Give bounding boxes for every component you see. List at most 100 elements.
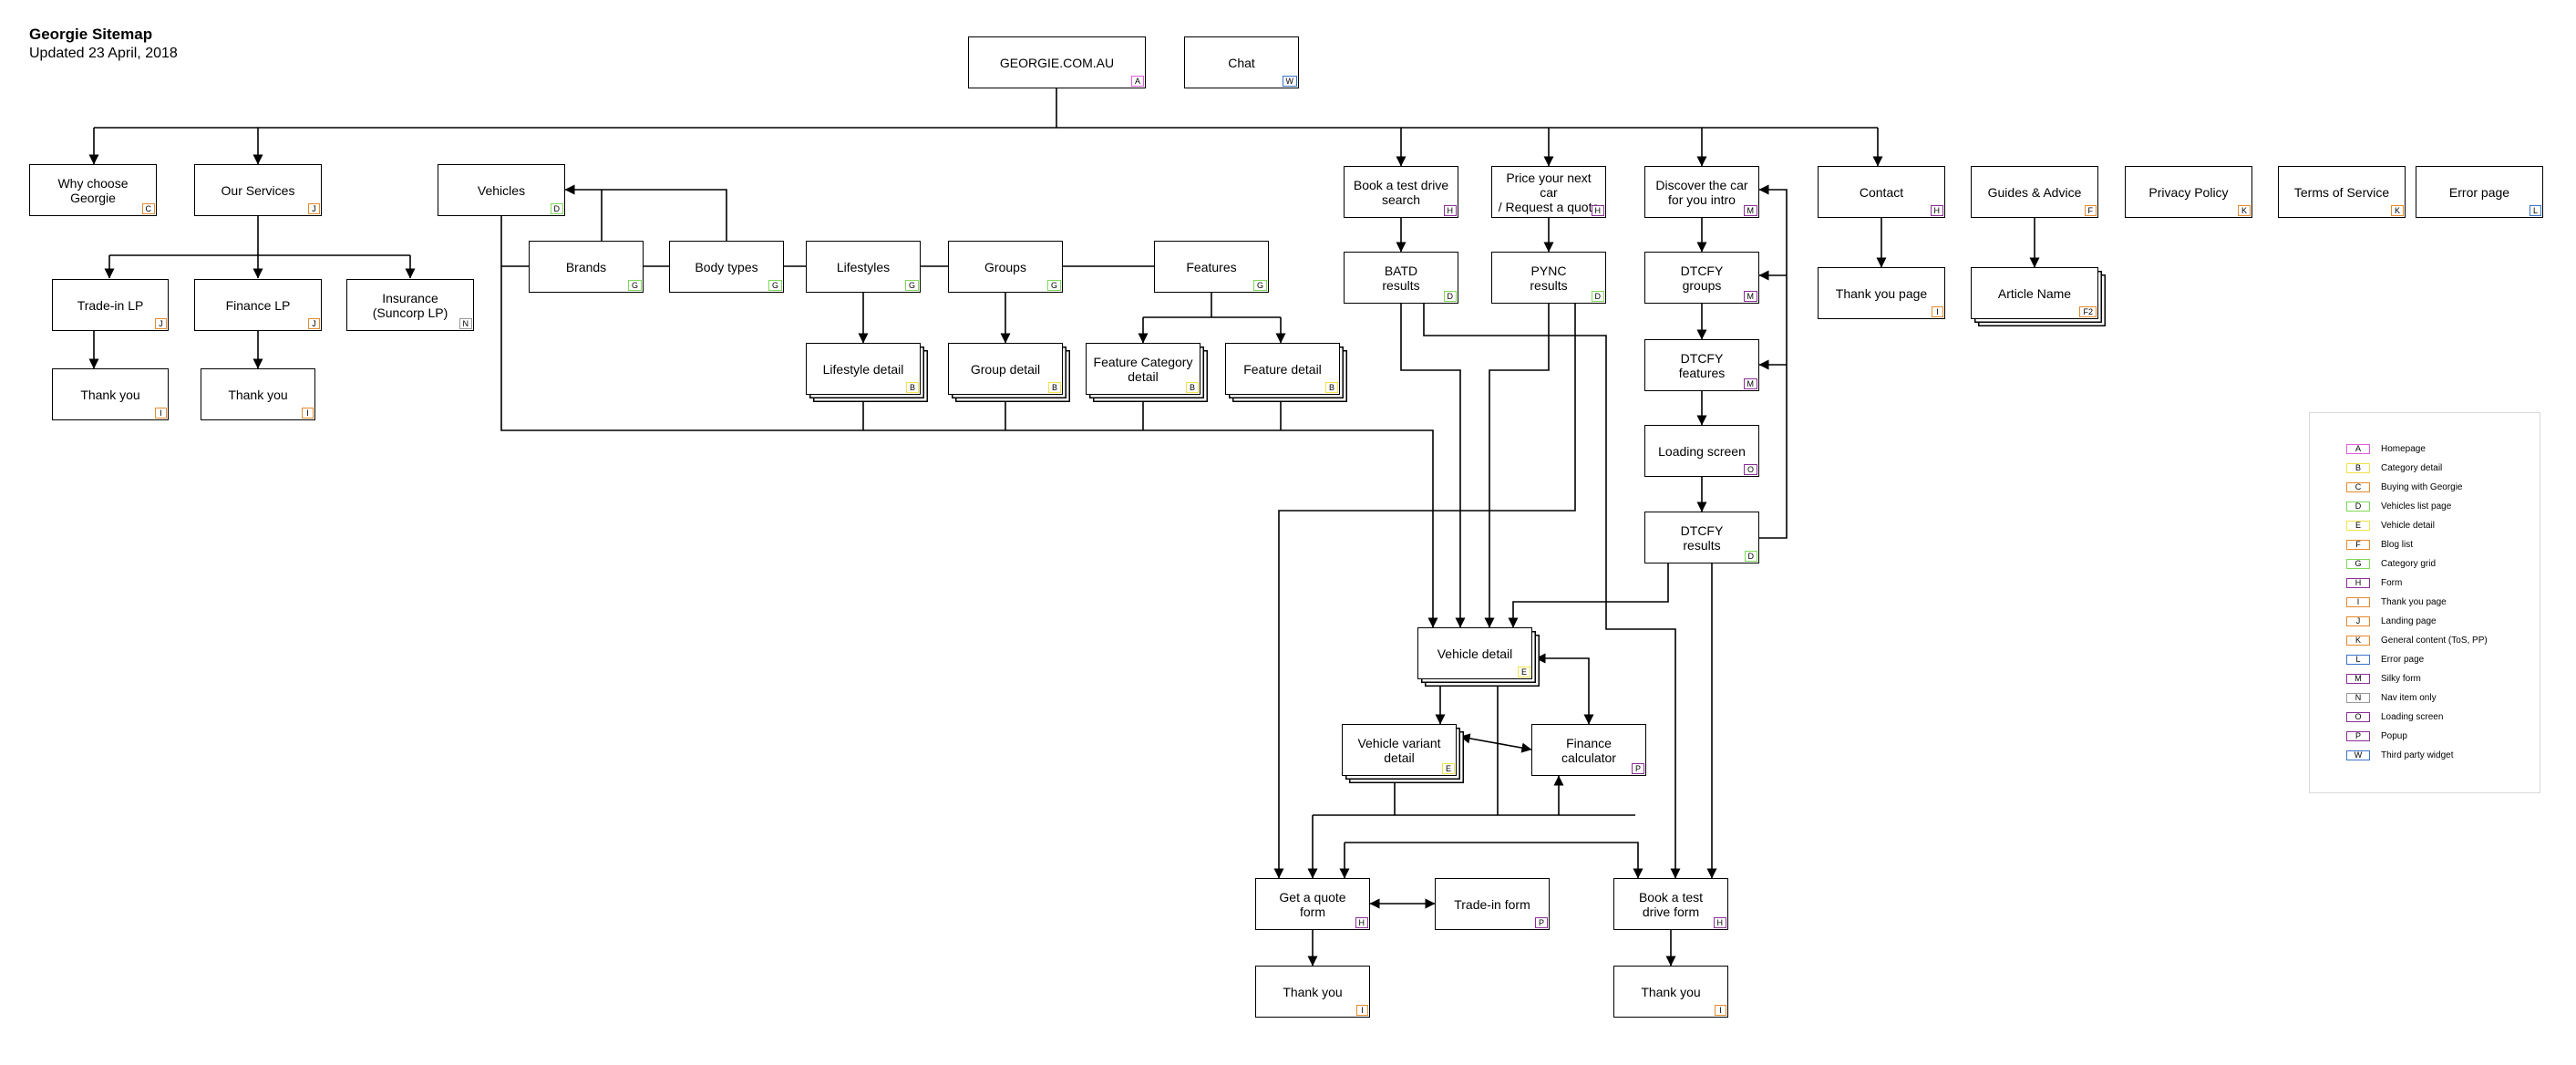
legend-key: O <box>2346 711 2370 722</box>
connector <box>1400 304 1466 628</box>
page-type-tag: J <box>308 318 320 329</box>
page-type-tag: L <box>2529 205 2541 216</box>
legend-key: B <box>2346 462 2370 473</box>
page-type-tag: H <box>1713 917 1726 928</box>
page-type-tag: N <box>459 318 472 329</box>
legend-label: Silky form <box>2381 673 2421 684</box>
page-type-tag: D <box>550 203 563 214</box>
page-type-tag: K <box>2237 205 2251 216</box>
page-type-tag: I <box>1356 1005 1368 1016</box>
connector <box>1508 564 1669 628</box>
page-title: Georgie Sitemap <box>29 26 153 43</box>
connector <box>1345 842 1643 879</box>
page-type-tag: H <box>1930 205 1943 216</box>
page-type-tag: M <box>1743 205 1757 216</box>
connector <box>1273 304 1576 879</box>
page-type-tag: B <box>905 382 919 393</box>
legend-key: D <box>2346 501 2370 512</box>
page-type-tag: I <box>302 408 314 419</box>
legend-key: K <box>2346 635 2370 646</box>
page-type-tag: G <box>768 280 782 291</box>
page-type-tag: M <box>1743 291 1757 302</box>
page-type-tag: J <box>155 318 167 329</box>
connector <box>1535 653 1594 725</box>
legend-label: Category detail <box>2381 462 2443 473</box>
page-type-tag: I <box>155 408 167 419</box>
page-type-tag: F <box>2084 205 2097 216</box>
connector <box>1484 304 1550 628</box>
legend-item: D Vehicles list page <box>2346 500 2451 512</box>
page-type-tag: C <box>141 203 155 214</box>
page-type-tag: D <box>1443 291 1457 302</box>
legend-item: H Form <box>2346 576 2402 589</box>
page-type-tag: G <box>1046 280 1061 291</box>
page-type-tag: I <box>1932 306 1943 317</box>
page-type-tag: H <box>1443 205 1457 216</box>
legend-label: Form <box>2381 577 2403 588</box>
legend-label: Popup <box>2381 730 2407 741</box>
page-type-tag: K <box>2390 205 2404 216</box>
connector <box>1423 304 1681 879</box>
legend-key: H <box>2346 577 2370 588</box>
page-type-tag: J <box>308 203 320 214</box>
page-type-tag: B <box>1324 382 1338 393</box>
legend-label: Vehicles list page <box>2381 501 2452 512</box>
legend-key: J <box>2346 615 2370 626</box>
node-insurance[interactable]: Insurance (Suncorp LP)N <box>346 279 474 331</box>
legend-label: Category grid <box>2381 558 2437 569</box>
legend-label: Third party widget <box>2381 750 2454 760</box>
legend-key: W <box>2346 750 2370 760</box>
page-type-tag: B <box>1185 382 1199 393</box>
page-type-tag: A <box>1130 76 1144 87</box>
